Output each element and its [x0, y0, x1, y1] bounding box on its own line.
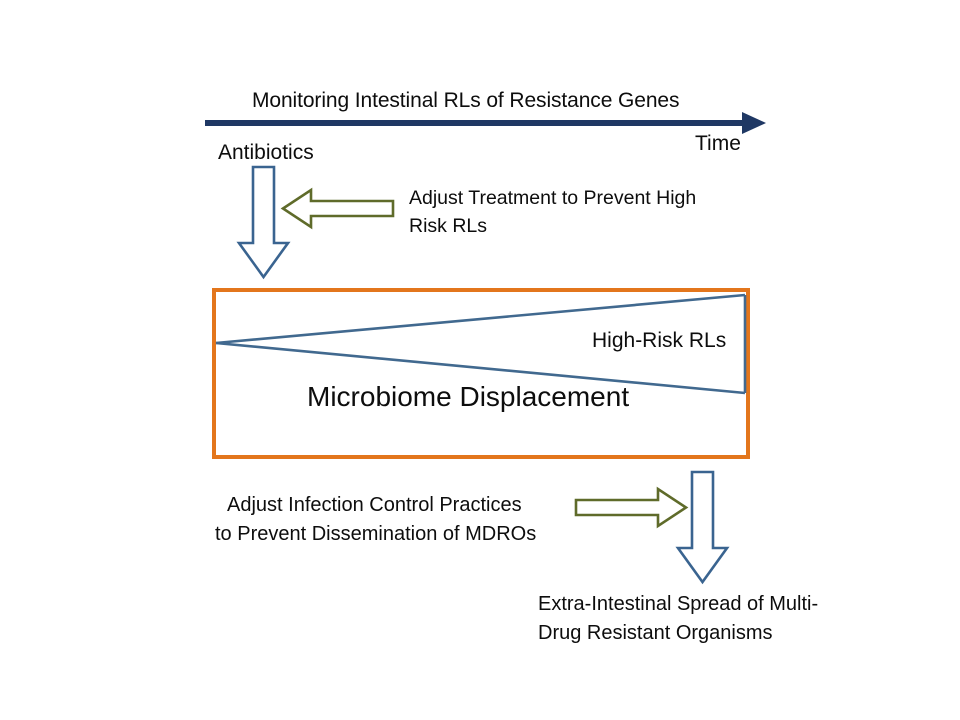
microbiome-displacement-label: Microbiome Displacement	[307, 381, 630, 412]
adjust-infection-control-right-arrow-icon	[574, 486, 689, 529]
infection-control-callout-line2: to Prevent Dissemination of MDROs	[215, 523, 537, 545]
adjust-treatment-callout-line1: Adjust Treatment to Prevent High	[409, 187, 697, 209]
time-axis-label: Time	[695, 132, 741, 155]
diagram-title: Monitoring Intestinal RLs of Resistance …	[252, 89, 680, 112]
infection-control-callout-line1: Adjust Infection Control Practices	[227, 494, 522, 516]
high-risk-rls-label: High-Risk RLs	[592, 329, 727, 352]
high-risk-wedge	[215, 293, 747, 395]
antibiotics-down-arrow-icon	[236, 165, 291, 280]
microbiome-box	[212, 288, 750, 459]
timeline-arrow-icon	[205, 112, 766, 134]
adjust-treatment-callout-line2: Risk RLs	[409, 215, 488, 237]
extra-intestinal-down-arrow-icon	[675, 470, 730, 585]
antibiotics-label: Antibiotics	[218, 141, 314, 164]
extra-intestinal-spread-line2: Drug Resistant Organisms	[538, 622, 773, 644]
adjust-treatment-left-arrow-icon	[280, 187, 395, 230]
extra-intestinal-spread-line1: Extra-Intestinal Spread of Multi-	[538, 593, 819, 615]
